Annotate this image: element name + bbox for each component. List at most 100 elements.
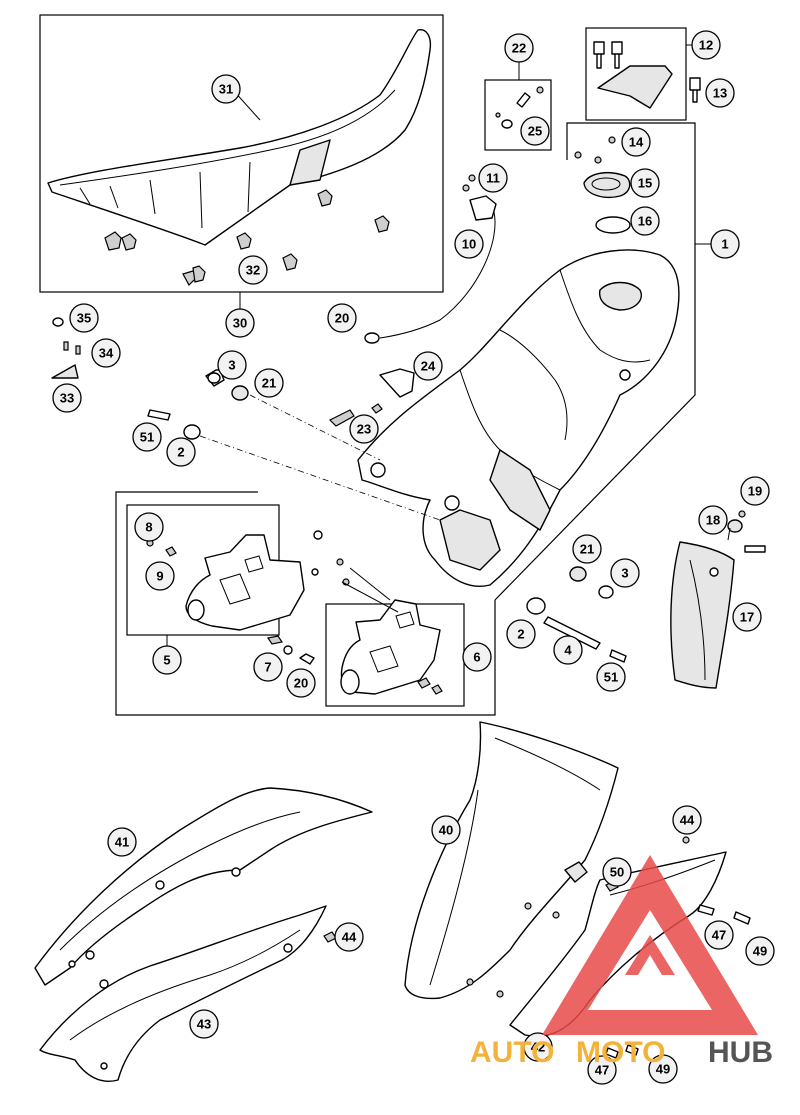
callout-35: 35 — [69, 303, 99, 333]
callout-number: 47 — [595, 1063, 609, 1078]
callout-number: 41 — [115, 835, 129, 850]
callout-number: 49 — [656, 1062, 670, 1077]
callout-33: 33 — [52, 383, 82, 413]
watermark-triangle — [542, 855, 758, 1035]
callout-circle — [704, 920, 734, 950]
callout-number: 12 — [699, 38, 713, 53]
seat-group-frame — [39, 14, 444, 293]
callout-circle — [413, 351, 443, 381]
callout-circle — [596, 662, 626, 692]
callout-4: 4 — [553, 635, 583, 665]
callout-circle — [587, 1055, 617, 1085]
callout-7: 7 — [253, 652, 283, 682]
callout-number: 16 — [638, 214, 652, 229]
callout-31: 31 — [211, 74, 241, 104]
callout-8: 8 — [134, 512, 164, 542]
callout-number: 30 — [233, 316, 247, 331]
callout-24: 24 — [413, 351, 443, 381]
callout-number: 1 — [721, 237, 728, 252]
callout-number: 51 — [140, 430, 154, 445]
guard-group-frame — [115, 491, 496, 716]
callout-number: 19 — [748, 484, 762, 499]
small-hardware-33-35 — [51, 317, 81, 379]
callout-number: 44 — [680, 813, 695, 828]
callout-number: 51 — [604, 670, 618, 685]
callout-43: 43 — [189, 1009, 219, 1039]
callout-circle — [134, 512, 164, 542]
bracket-23-24 — [328, 368, 415, 427]
callout-number: 34 — [99, 346, 114, 361]
callout-number: 18 — [706, 513, 720, 528]
callout-number: 20 — [294, 676, 308, 691]
callout-number: 40 — [439, 823, 453, 838]
callout-circle — [327, 303, 357, 333]
callout-circle — [462, 642, 492, 672]
callout-41: 41 — [107, 827, 137, 857]
callout-circle — [621, 127, 651, 157]
seat-bumpers — [104, 189, 390, 286]
callout-number: 25 — [528, 124, 542, 139]
tank-group-frame — [494, 122, 696, 601]
callout-number: 15 — [638, 176, 652, 191]
callout-22: 22 — [504, 33, 534, 63]
seat — [47, 29, 432, 246]
callout-15: 15 — [630, 168, 660, 198]
callout-14: 14 — [621, 127, 651, 157]
watermark-moto: MOTO — [576, 1036, 665, 1069]
callout-20: 20 — [327, 303, 357, 333]
keys-and-cover — [593, 41, 701, 109]
callout-circle — [504, 33, 534, 63]
callout-3: 3 — [610, 558, 640, 588]
callout-number: 17 — [740, 610, 754, 625]
callout-number: 9 — [156, 569, 163, 584]
callout-circle — [431, 815, 461, 845]
callout-number: 23 — [357, 422, 371, 437]
callout-20: 20 — [286, 668, 316, 698]
tank-mount-hardware — [147, 369, 627, 663]
callout-circle — [254, 368, 284, 398]
callout-44: 44 — [334, 922, 364, 952]
callout-9: 9 — [145, 561, 175, 591]
sensor-cable — [364, 174, 497, 344]
callout-circle — [710, 229, 740, 259]
callout-circle — [523, 1032, 553, 1062]
callout-circle — [506, 619, 536, 649]
callout-number: 14 — [629, 135, 644, 150]
callout-circle — [253, 652, 283, 682]
callout-2: 2 — [506, 619, 536, 649]
callout-number: 10 — [462, 237, 476, 252]
callout-circle — [520, 116, 550, 146]
callout-circle — [91, 338, 121, 368]
callout-circle — [69, 303, 99, 333]
watermark-hub: HUB — [708, 1036, 773, 1069]
callout-number: 33 — [60, 391, 74, 406]
callout-17: 17 — [732, 602, 762, 632]
callout-circle — [740, 476, 770, 506]
callout-21: 21 — [572, 534, 602, 564]
callout-circle — [211, 74, 241, 104]
callout-circle — [602, 857, 632, 887]
callout-circle — [349, 414, 379, 444]
callout-number: 21 — [262, 376, 276, 391]
callout-5: 5 — [152, 645, 182, 675]
callout-circle — [698, 505, 728, 535]
callout-circle — [189, 1009, 219, 1039]
callout-42: 42 — [523, 1032, 553, 1062]
callout-2: 2 — [166, 437, 196, 467]
watermark-auto: AUTO — [470, 1036, 554, 1069]
callout-circle — [107, 827, 137, 857]
callout-40: 40 — [431, 815, 461, 845]
callout-number: 4 — [564, 643, 572, 658]
callout-47: 47 — [587, 1055, 617, 1085]
callout-number: 47 — [712, 928, 726, 943]
callout-circle — [52, 383, 82, 413]
guard-plate-5 — [146, 530, 323, 655]
callout-circle — [152, 645, 182, 675]
callout-51: 51 — [596, 662, 626, 692]
callout-34: 34 — [91, 338, 121, 368]
callout-number: 13 — [713, 86, 727, 101]
callout-44: 44 — [672, 805, 702, 835]
callout-16: 16 — [630, 206, 660, 236]
callout-circle — [286, 668, 316, 698]
